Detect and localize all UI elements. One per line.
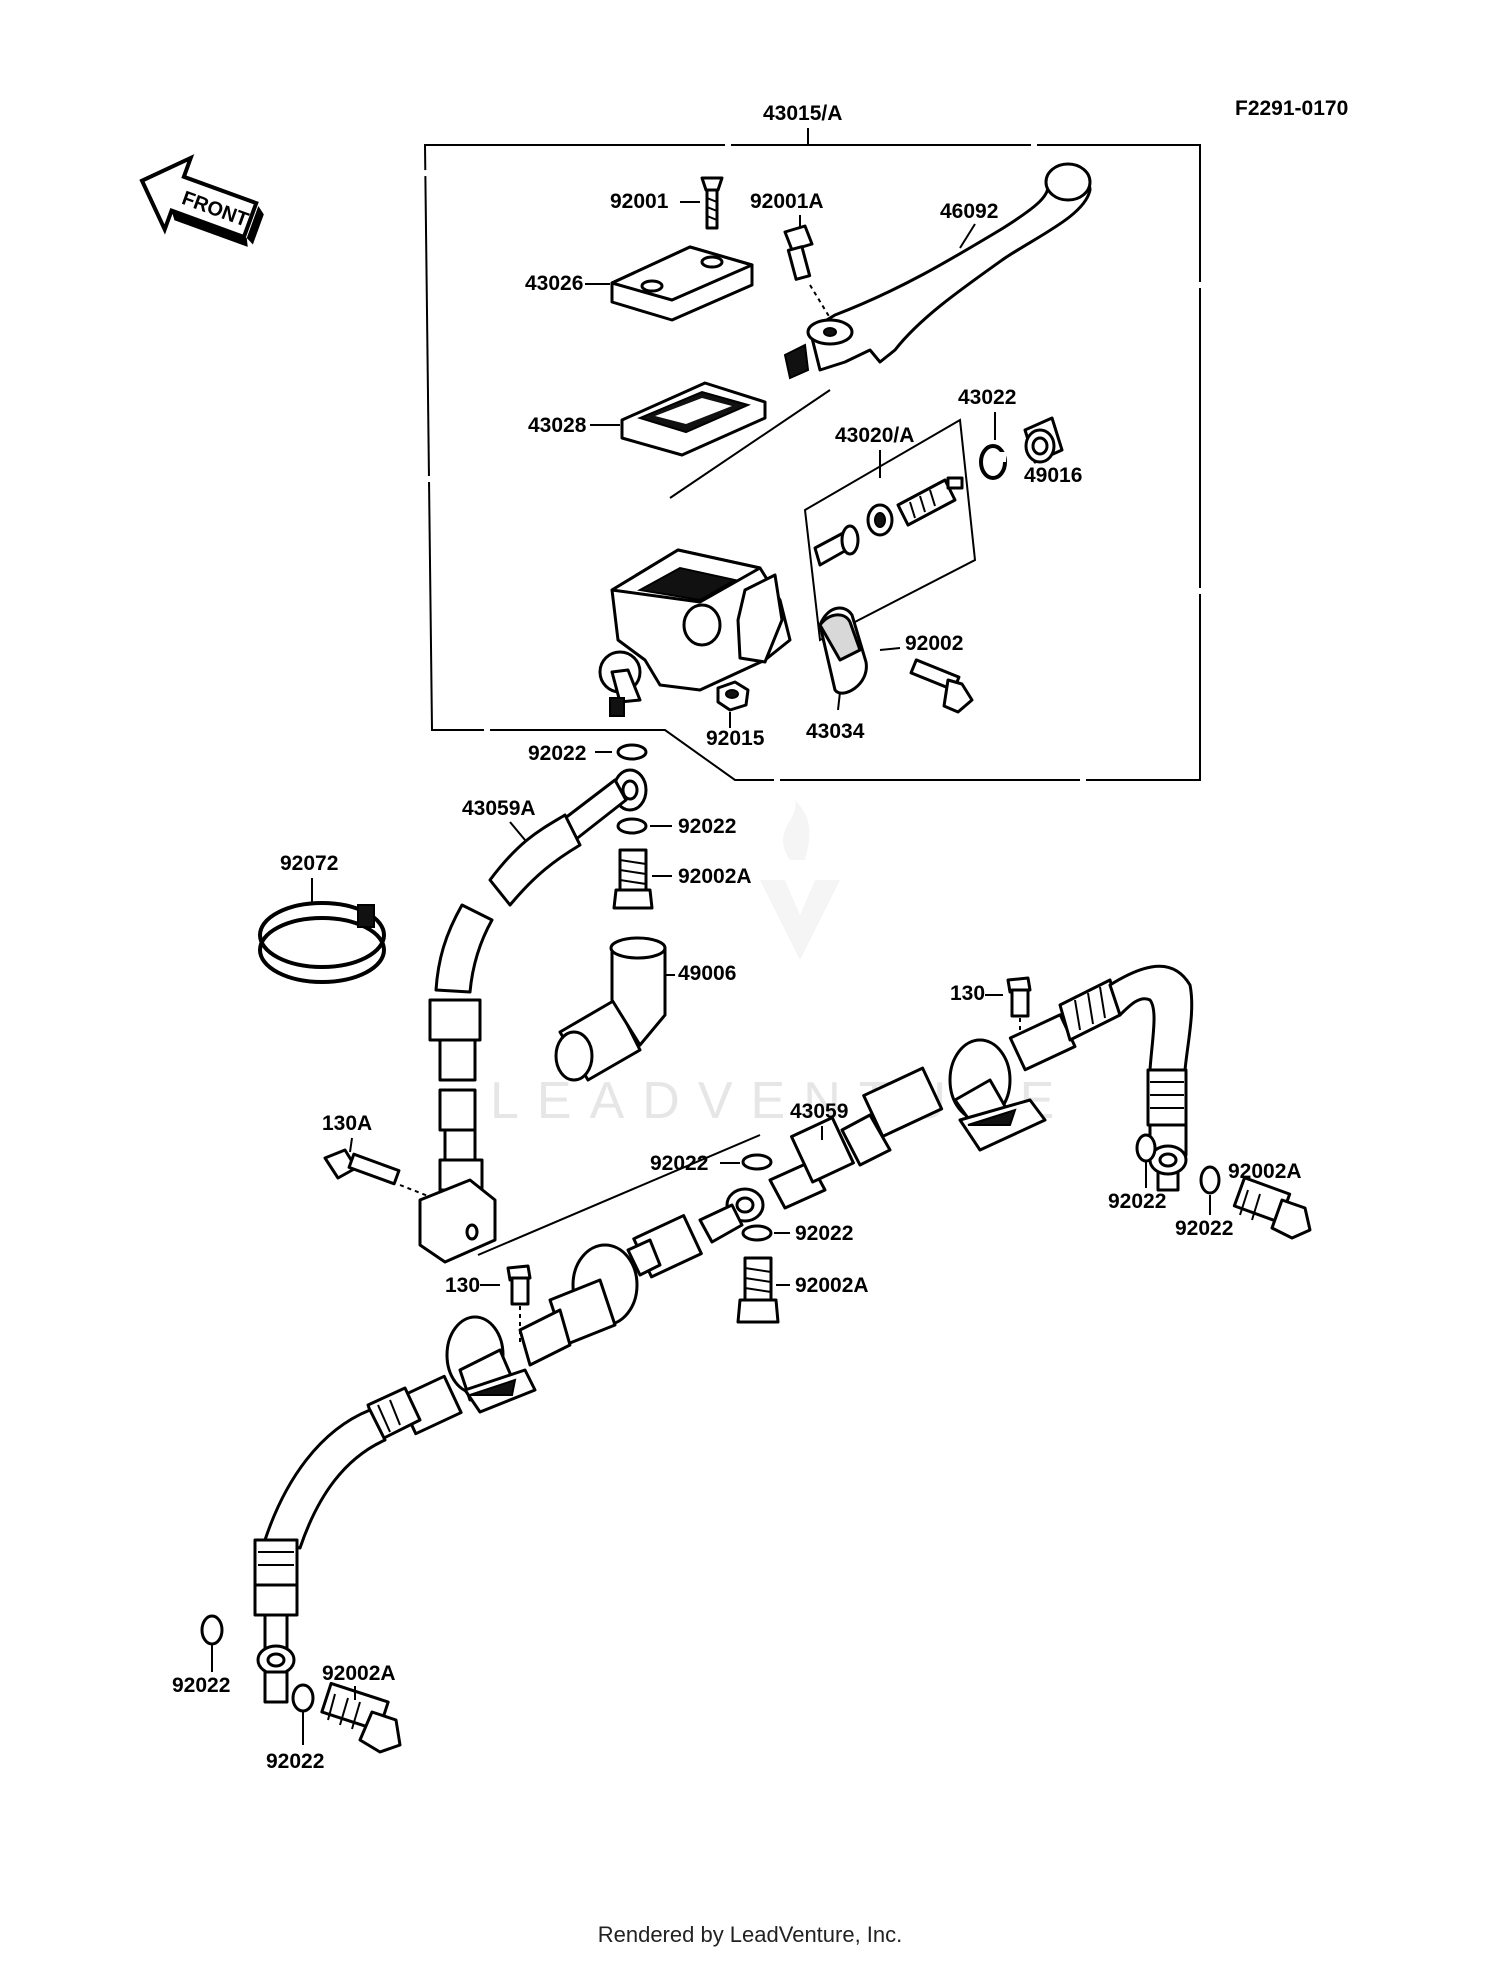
joint-49006: 49006 [554, 936, 736, 1082]
bolt-130-mid: 130 [445, 1264, 532, 1345]
label-washer-l2: 92022 [266, 1750, 324, 1773]
label-bolt-130-mid: 130 [445, 1274, 480, 1297]
label-cap: 43026 [525, 272, 583, 295]
washer-top: 92022 [528, 742, 648, 765]
pivot-bolt-92001a: 92001A [750, 190, 831, 319]
lower-brake-hose-left-branch [253, 1187, 765, 1704]
washer-mid-lower: 92022 [741, 1222, 853, 1245]
footer-credit: Rendered by LeadVenture, Inc. [597, 1922, 903, 1947]
label-diaphragm: 43028 [528, 414, 587, 437]
label-bleeder: 92015 [706, 727, 765, 750]
master-cylinder-body [598, 389, 831, 717]
washer-left-2: 92022 [266, 1712, 324, 1773]
master-cylinder-assembly-frame: 43015/A [423, 102, 1201, 781]
band-92072: 92072 [258, 852, 386, 984]
label-washer-top: 92022 [528, 742, 586, 765]
label-bolt-130a: 130A [322, 1112, 372, 1135]
label-bolt-lever: 92001A [750, 190, 824, 213]
label-hose-upper: 43059A [462, 797, 536, 820]
washer-mid: 92022 [650, 1152, 773, 1175]
label-bolt-130-top: 130 [950, 982, 985, 1005]
piston-kit-43020a: 43020/A [803, 418, 977, 642]
washer-a: 92022 [616, 815, 736, 838]
diagram-code: F2291-0170 [1235, 97, 1348, 120]
banjo-bolt-left: 92002A [291, 1662, 402, 1754]
banjo-bolt-right: 92002A [1199, 1160, 1312, 1240]
label-clamp-bolt: 92002 [905, 632, 963, 655]
diaphragm-43028: 43028 [528, 381, 767, 457]
reservoir-cap-43026: 43026 [525, 245, 754, 322]
label-assembly: 43015/A [763, 102, 842, 125]
label-washer-r1: 92022 [1108, 1190, 1166, 1213]
label-hose-lower: 43059 [790, 1100, 848, 1123]
clamp-bolt-92002: 92002 [879, 632, 974, 714]
bolt-130a: 130A [322, 1112, 429, 1197]
label-circlip: 43022 [958, 386, 1016, 409]
label-washer-mid2: 92022 [795, 1222, 853, 1245]
boot-49016: 49016 [1023, 416, 1082, 487]
label-banjo-bolt-l: 92002A [322, 1662, 396, 1685]
banjo-bolt-mid: 92002A [736, 1256, 869, 1324]
circlip-43022: 43022 [958, 386, 1016, 480]
upper-brake-hose-43059a: 43059A [418, 768, 761, 1264]
leadventure-watermark-logo [760, 800, 840, 960]
label-joint: 49006 [678, 962, 736, 985]
label-lever: 46092 [940, 200, 998, 223]
bleeder-cap-92015: 92015 [706, 680, 765, 750]
label-banjo-bolt-mid: 92002A [795, 1274, 869, 1297]
lower-brake-hose-43059: 43059 [768, 964, 1194, 1210]
brake-lever-46092: 46092 [783, 162, 1092, 380]
label-banjo-bolt-r: 92002A [1228, 1160, 1302, 1183]
label-washer-l1: 92022 [172, 1674, 230, 1697]
label-piston-kit: 43020/A [835, 424, 914, 447]
label-screw: 92001 [610, 190, 669, 213]
washer-right-2: 92022 [1175, 1195, 1233, 1240]
label-banjo-bolt-a: 92002A [678, 865, 752, 888]
screw-92001: 92001 [610, 176, 724, 230]
washer-right-1: 92022 [1108, 1133, 1166, 1213]
banjo-bolt-a: 92002A [612, 848, 752, 910]
bolt-130-top: 130 [950, 976, 1032, 1060]
label-clamp: 43034 [806, 720, 865, 743]
label-washer-mid: 92022 [650, 1152, 708, 1175]
label-washer-a: 92022 [678, 815, 736, 838]
label-boot: 49016 [1024, 464, 1082, 487]
label-band: 92072 [280, 852, 338, 875]
front-arrow-icon: FRONT [139, 154, 264, 247]
clamp-43034: 43034 [806, 606, 868, 743]
washer-left-1: 92022 [172, 1614, 230, 1697]
label-washer-r2: 92022 [1175, 1217, 1233, 1240]
